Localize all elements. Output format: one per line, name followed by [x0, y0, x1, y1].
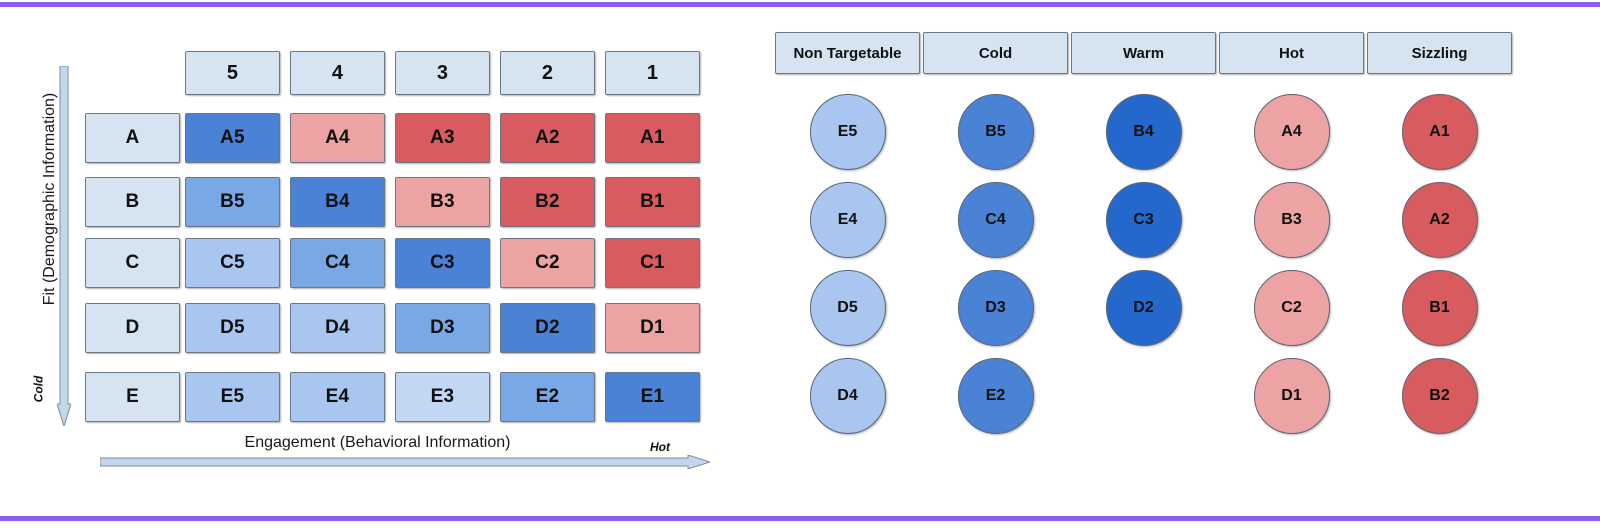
- matrix-row-header-B: B: [85, 177, 180, 227]
- bucket-bubble-C2[interactable]: C2: [1253, 270, 1330, 346]
- matrix-row-header-C: C: [85, 238, 180, 288]
- bucket-bubble-D3[interactable]: D3: [957, 270, 1034, 346]
- bucket-bubble-B4[interactable]: B4: [1105, 94, 1182, 170]
- matrix-row-header-D: D: [85, 303, 180, 353]
- bucket-bubble-D1[interactable]: D1: [1253, 358, 1330, 434]
- matrix-cell-C2[interactable]: C2: [500, 238, 595, 288]
- x-axis-arrow-icon: [100, 455, 710, 469]
- bucket-bubble-E2[interactable]: E2: [957, 358, 1034, 434]
- x-axis-title: Engagement (Behavioral Information): [244, 434, 511, 451]
- bucket-bubble-C3[interactable]: C3: [1105, 182, 1182, 258]
- matrix-cell-E2[interactable]: E2: [500, 372, 595, 422]
- bucket-bubble-D2[interactable]: D2: [1105, 270, 1182, 346]
- bucket-bubble-D5[interactable]: D5: [809, 270, 886, 346]
- matrix-column-header-3: 3: [395, 51, 490, 95]
- matrix-cell-E3[interactable]: E3: [395, 372, 490, 422]
- bucket-header-non-targetable[interactable]: Non Targetable: [775, 32, 920, 74]
- matrix-cell-E1[interactable]: E1: [605, 372, 700, 422]
- bucket-header-cold[interactable]: Cold: [923, 32, 1068, 74]
- matrix-cell-B2[interactable]: B2: [500, 177, 595, 227]
- matrix-cell-B5[interactable]: B5: [185, 177, 280, 227]
- matrix-column-header-5: 5: [185, 51, 280, 95]
- bucket-bubble-placeholder: [1106, 358, 1182, 434]
- top-accent-bar: [0, 2, 1600, 7]
- matrix-cell-B1[interactable]: B1: [605, 177, 700, 227]
- matrix-cell-D2[interactable]: D2: [500, 303, 595, 353]
- matrix-cell-C4[interactable]: C4: [290, 238, 385, 288]
- bucket-header-hot[interactable]: Hot: [1219, 32, 1364, 74]
- matrix-cell-A1[interactable]: A1: [605, 113, 700, 163]
- matrix-cell-E4[interactable]: E4: [290, 372, 385, 422]
- matrix-column-header-4: 4: [290, 51, 385, 95]
- x-axis-hot-label: Hot: [650, 440, 670, 454]
- matrix-cell-E5[interactable]: E5: [185, 372, 280, 422]
- bottom-accent-bar: [0, 516, 1600, 521]
- matrix-cell-C5[interactable]: C5: [185, 238, 280, 288]
- matrix-cell-A3[interactable]: A3: [395, 113, 490, 163]
- matrix-cell-A4[interactable]: A4: [290, 113, 385, 163]
- matrix-row-header-E: E: [85, 372, 180, 422]
- bucket-bubble-A4[interactable]: A4: [1253, 94, 1330, 170]
- matrix-row-header-A: A: [85, 113, 180, 163]
- bucket-bubble-B2[interactable]: B2: [1401, 358, 1478, 434]
- matrix-cell-D1[interactable]: D1: [605, 303, 700, 353]
- matrix-cell-B3[interactable]: B3: [395, 177, 490, 227]
- bucket-header-sizzling[interactable]: Sizzling: [1367, 32, 1512, 74]
- matrix-cell-D4[interactable]: D4: [290, 303, 385, 353]
- matrix-cell-A2[interactable]: A2: [500, 113, 595, 163]
- matrix-column-header-2: 2: [500, 51, 595, 95]
- bucket-bubble-D4[interactable]: D4: [809, 358, 886, 434]
- bucket-bubble-B3[interactable]: B3: [1253, 182, 1330, 258]
- bucket-bubble-A2[interactable]: A2: [1401, 182, 1478, 258]
- matrix-cell-C3[interactable]: C3: [395, 238, 490, 288]
- matrix-cell-D5[interactable]: D5: [185, 303, 280, 353]
- bucket-header-warm[interactable]: Warm: [1071, 32, 1216, 74]
- y-axis-arrow-icon: [57, 66, 71, 426]
- matrix-cell-B4[interactable]: B4: [290, 177, 385, 227]
- bucket-bubble-E5[interactable]: E5: [809, 94, 886, 170]
- matrix-cell-C1[interactable]: C1: [605, 238, 700, 288]
- bucket-bubble-C4[interactable]: C4: [957, 182, 1034, 258]
- bucket-bubble-B5[interactable]: B5: [957, 94, 1034, 170]
- bucket-bubble-A1[interactable]: A1: [1401, 94, 1478, 170]
- matrix-cell-A5[interactable]: A5: [185, 113, 280, 163]
- fit-engagement-matrix: Fit (Demographic Information) Cold Engag…: [0, 0, 760, 528]
- y-axis-cold-label: Cold: [31, 375, 46, 403]
- matrix-cell-D3[interactable]: D3: [395, 303, 490, 353]
- bucket-bubble-B1[interactable]: B1: [1401, 270, 1478, 346]
- bucket-bubble-E4[interactable]: E4: [809, 182, 886, 258]
- matrix-column-header-1: 1: [605, 51, 700, 95]
